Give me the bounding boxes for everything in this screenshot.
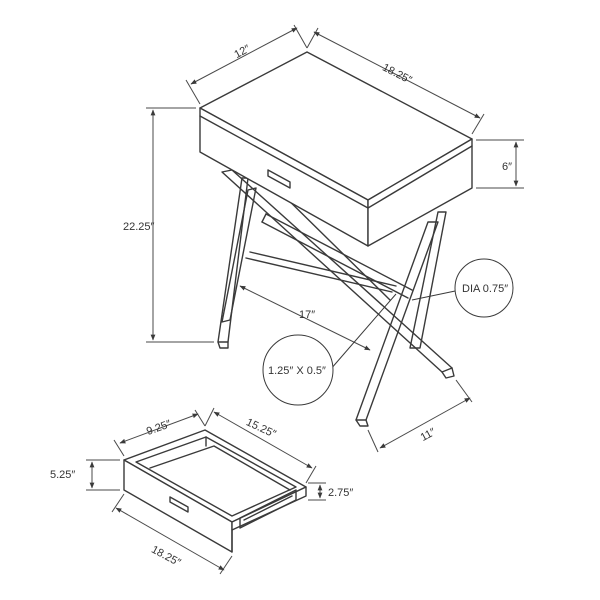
table-depth-label: 12″ [232, 43, 252, 61]
table-drawer-handle [267, 169, 291, 189]
end-table-illustration [199, 51, 473, 427]
drawer-box-height-label: 2.75″ [328, 487, 353, 499]
drawer-width-label: 18.25″ [149, 544, 182, 569]
drawer-front-height-label: 5.25″ [50, 469, 75, 481]
stretcher-callout [262, 334, 334, 406]
stretcher-section-label: 1.25″ X 0.5″ [268, 365, 326, 377]
apron-height-label: 6″ [502, 161, 512, 173]
drawer-depth-label: 9.25″ [145, 418, 173, 438]
leg-diameter-label: DIA 0.75″ [462, 283, 508, 295]
table-dimension-lines [146, 24, 524, 453]
tabletop [199, 51, 473, 247]
stretcher-span-label: 17″ [299, 309, 315, 321]
total-height-label: 22.25″ [123, 221, 155, 233]
drawer-dimension-lines [86, 407, 326, 575]
base-depth-label: 11″ [419, 426, 438, 444]
table-width-label: 18.25″ [380, 62, 414, 87]
drawer-illustration [123, 429, 307, 553]
drawer-inner-width-label: 15.25″ [244, 416, 278, 440]
leg-diameter-callout [454, 258, 514, 318]
